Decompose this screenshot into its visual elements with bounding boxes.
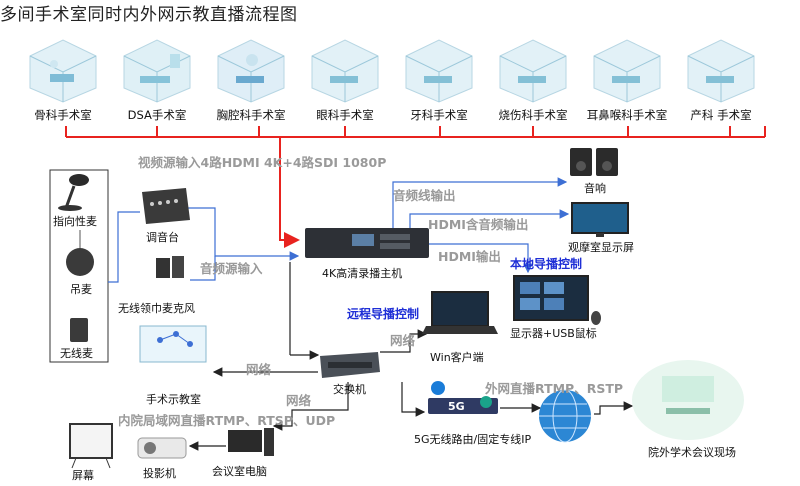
video-source-label: 视频源输入4路HDMI 4K+4路SDI 1080P — [138, 155, 387, 170]
conference-pc-label: 会议室电脑 — [212, 465, 267, 478]
mixer-device — [142, 188, 190, 224]
speaker-label: 音响 — [584, 182, 606, 195]
wireless-mic-device — [70, 318, 88, 342]
hdmi-out-label: HDMI输出 — [438, 249, 501, 264]
internet-globe-icon — [539, 389, 591, 443]
room-label: 牙科手术室 — [410, 108, 468, 122]
router-device: 5G — [428, 381, 498, 414]
lapel-mic-label: 无线领巾麦克风 — [118, 302, 195, 315]
network-label-classroom: 网络 — [246, 362, 272, 377]
red-video-bus — [65, 126, 766, 248]
network-label-pc: 网络 — [286, 393, 312, 408]
mixer-label: 调音台 — [146, 231, 179, 244]
room-label: 耳鼻喉科手术室 — [586, 108, 668, 122]
venue-illustration — [632, 360, 744, 440]
room-label: 眼科手术室 — [316, 108, 374, 122]
hdmi-audio-out-label: HDMI含音频输出 — [428, 217, 529, 232]
mic-group-frame — [49, 169, 109, 363]
output-lines — [392, 177, 570, 274]
router-5g-badge: 5G — [448, 400, 465, 413]
room-label: 产科 手术室 — [690, 108, 752, 122]
lapel-mic-device — [156, 256, 184, 278]
venue-label: 院外学术会议现场 — [648, 446, 736, 459]
win-client-label: Win客户端 — [430, 351, 484, 364]
monitor-label: 显示器+USB鼠标 — [510, 327, 597, 340]
room-thumbnails — [29, 39, 755, 103]
classroom-label: 手术示教室 — [146, 393, 201, 406]
audio-lines — [108, 207, 300, 283]
external-live-label: 外网直播RTMP、RSTP — [485, 381, 624, 396]
viewing-screen-label: 观摩室显示屏 — [568, 241, 634, 254]
host-device — [305, 228, 429, 258]
room-label: 胸腔科手术室 — [216, 108, 286, 122]
mic-hanging-label: 吊麦 — [70, 283, 92, 296]
switch-device — [320, 352, 380, 378]
laptop-device — [422, 291, 498, 334]
screen-label: 屏幕 — [72, 469, 94, 482]
local-control-label: 本地导播控制 — [510, 257, 583, 271]
audio-source-label: 音频源输入 — [200, 261, 263, 276]
remote-control-label: 远程导播控制 — [347, 307, 420, 321]
page-title: 多间手术室同时内外网示教直播流程图 — [0, 5, 298, 25]
hanging-mic-device — [66, 230, 94, 276]
monitor-device — [513, 275, 601, 325]
viewing-screen-device — [571, 202, 629, 237]
room-label: 烧伤科手术室 — [498, 108, 568, 122]
classroom-illustration — [139, 325, 207, 363]
directional-mic-device — [58, 174, 89, 211]
room-label: 骨科手术室 — [34, 108, 92, 122]
audio-out-label: 音频线输出 — [393, 188, 456, 203]
router-label: 5G无线路由/固定专线IP — [414, 433, 532, 446]
conference-pc-device — [228, 428, 274, 456]
speaker-device — [570, 148, 618, 176]
mic-wireless-label: 无线麦 — [60, 347, 93, 360]
room-label: DSA手术室 — [127, 108, 187, 122]
internal-live-label: 内院局域网直播RTMP、RTSP、UDP — [118, 413, 336, 428]
mic-directional-label: 指向性麦 — [53, 215, 97, 228]
host-label: 4K高清录播主机 — [322, 267, 403, 280]
switch-label: 交换机 — [333, 383, 366, 396]
network-label-laptop: 网络 — [390, 333, 416, 348]
projector-label: 投影机 — [143, 467, 176, 480]
network-lines — [188, 262, 634, 451]
projector-device — [137, 437, 187, 459]
projection-screen-device — [69, 423, 113, 469]
